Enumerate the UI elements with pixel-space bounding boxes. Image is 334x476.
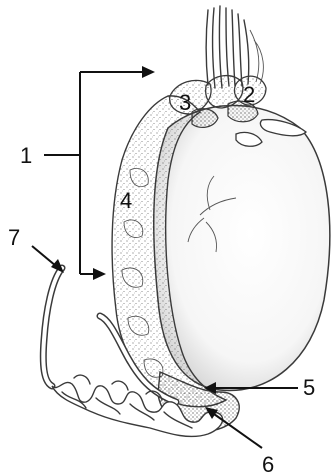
label-7-leader [32, 246, 64, 273]
label-6: 6 [262, 452, 274, 476]
label-3: 3 [179, 90, 191, 115]
label-1: 1 [20, 143, 32, 168]
label-5: 5 [303, 375, 315, 400]
spermatic-cord [206, 6, 263, 88]
label-2: 2 [243, 82, 255, 107]
label-7: 7 [8, 225, 20, 250]
bracket-bottom-arrowhead [93, 268, 106, 280]
bracket-top-arrowhead [142, 66, 155, 78]
label-4: 4 [120, 188, 132, 213]
